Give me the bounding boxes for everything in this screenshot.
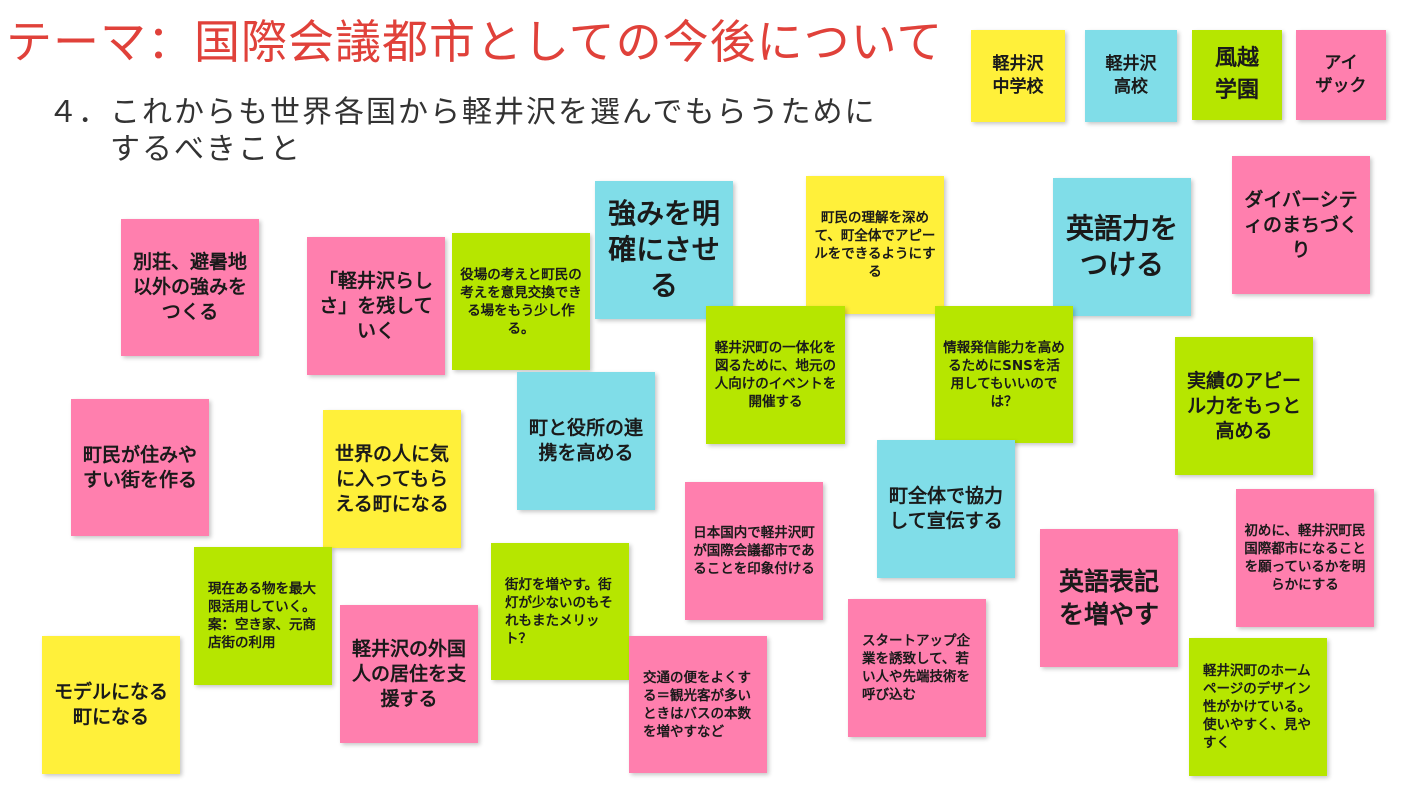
sticky-note: 現在ある物を最大限活用していく。案：空き家、元商店街の利用 [194,547,332,685]
sticky-note: 情報発信能力を高めるためにSNSを活用してもいいのでは？ [935,306,1073,443]
subtitle-number: ４． [48,95,108,130]
legend-high-school: 軽井沢 高校 [1085,30,1177,122]
sticky-note: 軽井沢町の一体化を図るために、地元の人向けのイベントを開催する [706,306,845,444]
sticky-note-text: 英語表記を増やす [1058,567,1159,629]
sticky-note: 町と役所の連携を高める [517,372,655,510]
sticky-note-text: 日本国内で軽井沢町が国際会議都市であることを印象付ける [693,525,815,577]
page-subtitle: ４．これからも世界各国から軽井沢を選んでもらうために するべきこと [48,94,928,168]
sticky-note: スタートアップ企業を誘致して、若い人や先端技術を呼び込む [848,599,986,737]
sticky-note-text: 英語力をつける [1065,212,1178,281]
sticky-note-text: 現在ある物を最大限活用していく。案：空き家、元商店街の利用 [208,581,316,651]
sticky-note: 町民の理解を深めて、町全体でアピールをできるようにする [806,176,944,314]
subtitle-line-1: ４．これからも世界各国から軽井沢を選んでもらうために [48,94,928,131]
legend-label: 軽井沢 中学校 [992,54,1044,97]
sticky-note-text: モデルになる町になる [53,681,168,728]
sticky-note: 別荘、避暑地以外の強みをつくる [121,219,259,356]
sticky-note-text: 町全体で協力して宣伝する [888,485,1003,532]
legend-isak: アイ ザック [1296,30,1386,120]
sticky-note: 英語表記を増やす [1040,529,1178,667]
sticky-note-text: 街灯を増やす。街灯が少ないのもそれもまたメリット？ [505,576,613,647]
sticky-note: 強みを明確にさせる [595,181,733,319]
sticky-note-text: 初めに、軽井沢町民国際都市になることを願っているかを明らかにする [1244,523,1366,593]
subtitle-text-1: これからも世界各国から軽井沢を選んでもらうために [110,95,877,130]
sticky-note-text: 軽井沢町のホームページのデザイン性がかけている。使いやすく、見やすく [1203,663,1311,751]
sticky-note: 町全体で協力して宣伝する [877,440,1015,578]
sticky-note: 初めに、軽井沢町民国際都市になることを願っているかを明らかにする [1236,489,1374,627]
sticky-note: 役場の考えと町民の考えを意見交換できる場をもう少し作る。 [452,233,590,370]
sticky-note: 英語力をつける [1053,178,1191,316]
sticky-note: 交通の便をよくする＝観光客が多いときはバスの本数を増やすなど [629,636,767,773]
sticky-note: ダイバーシティのまちづくり [1232,156,1370,294]
sticky-note-text: 軽井沢町の一体化を図るために、地元の人向けのイベントを開催する [714,340,837,410]
sticky-note-text: スタートアップ企業を誘致して、若い人や先端技術を呼び込む [862,633,970,703]
sticky-note: 町民が住みやすい街を作る [71,399,209,536]
sticky-note-text: 町民が住みやすい街を作る [82,443,197,491]
sticky-note-text: 別荘、避暑地以外の強みをつくる [132,251,247,323]
sticky-note-text: 町と役所の連携を高める [528,417,643,464]
sticky-note: 世界の人に気に入ってもらえる町になる [323,410,461,548]
sticky-note: モデルになる町になる [42,636,180,774]
sticky-note-text: 軽井沢の外国人の居住を支援する [351,637,466,710]
legend-label: 軽井沢 高校 [1105,54,1157,97]
sticky-note: 日本国内で軽井沢町が国際会議都市であることを印象付ける [685,482,823,620]
sticky-note-text: ダイバーシティのまちづくり [1243,188,1358,261]
sticky-note: 実績のアピール力をもっと高める [1175,337,1313,475]
sticky-note: 軽井沢町のホームページのデザイン性がかけている。使いやすく、見やすく [1189,638,1327,776]
page-title: テーマ：国際会議都市としての今後について [6,15,944,69]
sticky-note-text: 役場の考えと町民の考えを意見交換できる場をもう少し作る。 [460,266,582,337]
sticky-note-text: 「軽井沢らしさ」を残していく [318,269,433,342]
sticky-note-text: 強みを明確にさせる [607,197,720,302]
sticky-note-text: 実績のアピール力をもっと高める [1186,369,1301,442]
sticky-note-text: 町民の理解を深めて、町全体でアピールをできるようにする [814,210,936,280]
subtitle-text-2: するべきこと [110,132,302,167]
legend-label: 風越 学園 [1214,46,1259,103]
sticky-note: 街灯を増やす。街灯が少ないのもそれもまたメリット？ [491,543,629,680]
legend-kazakoshi-gakuen: 風越 学園 [1192,30,1282,120]
legend-label: アイ ザック [1315,53,1367,96]
sticky-note-text: 交通の便をよくする＝観光客が多いときはバスの本数を増やすなど [643,669,751,740]
subtitle-line-2: するべきこと [48,131,928,168]
sticky-note: 「軽井沢らしさ」を残していく [307,237,445,375]
sticky-note-text: 世界の人に気に入ってもらえる町になる [334,442,449,515]
legend-junior-high-school: 軽井沢 中学校 [971,30,1065,122]
sticky-note-text: 情報発信能力を高めるためにSNSを活用してもいいのでは？ [943,339,1065,410]
sticky-note: 軽井沢の外国人の居住を支援する [340,605,478,743]
